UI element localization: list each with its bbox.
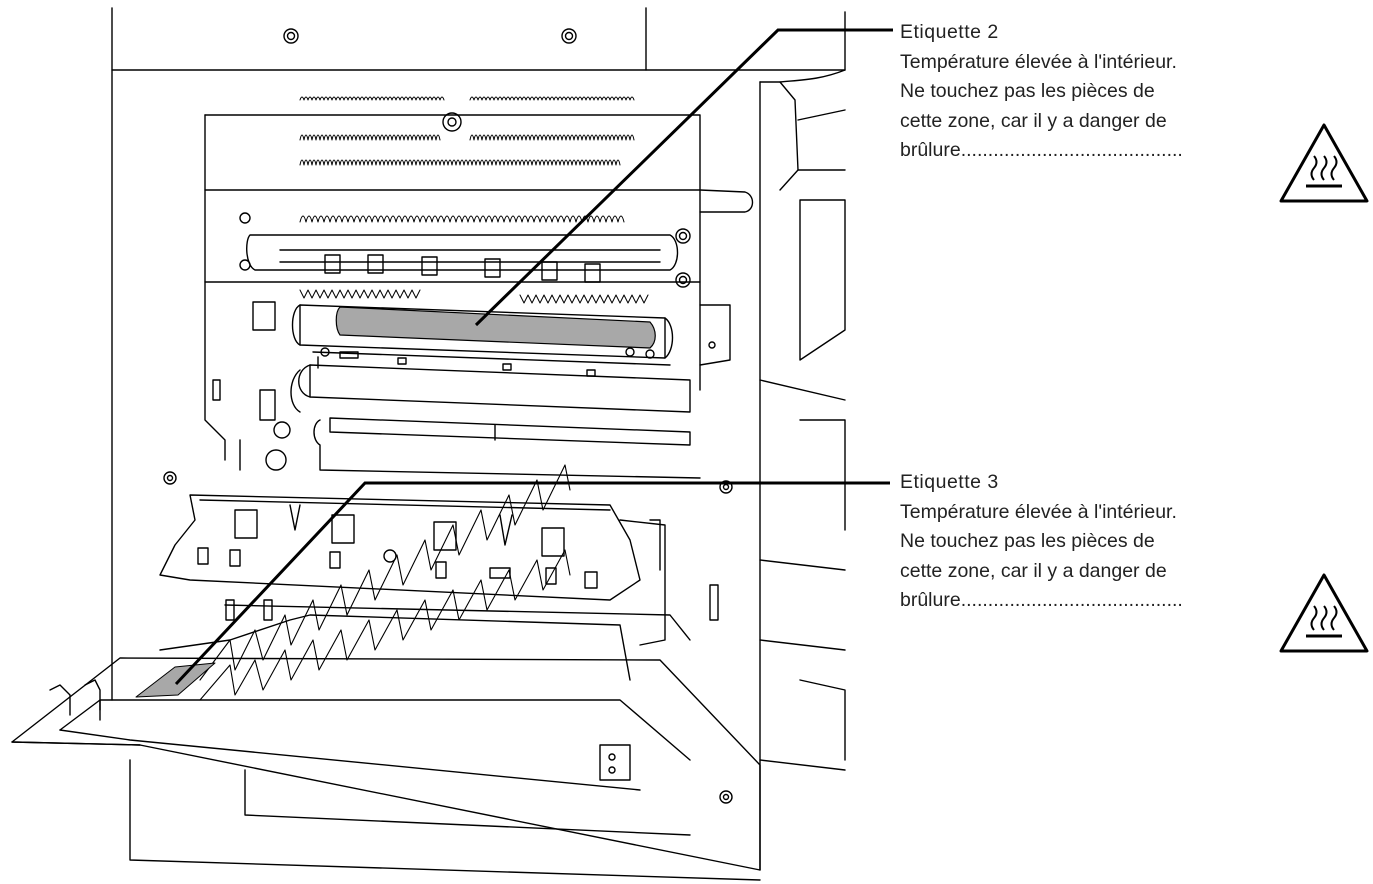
label-line: cette zone, car il y a danger de — [900, 559, 1167, 582]
label-line: Température élevée à l'intérieur. — [900, 50, 1177, 73]
label-title: Etiquette 3 — [900, 471, 999, 493]
label-line: cette zone, car il y a danger de — [900, 109, 1167, 132]
callout-label-2: Etiquette 2 Température élevée à l'intér… — [900, 18, 1290, 166]
paper-guide-bar — [246, 234, 679, 283]
label-last-line: brûlure.................................… — [900, 589, 1183, 611]
label-line: Température élevée à l'intérieur. — [900, 500, 1177, 523]
leader-line-label-2 — [474, 28, 893, 327]
transfer-guide — [159, 494, 666, 646]
fuser-roller-hot-area — [335, 306, 656, 349]
leader-line-label-3 — [174, 481, 890, 686]
hot-surface-warning-icon — [1279, 573, 1369, 653]
hot-surface-warning-icon — [1279, 123, 1369, 203]
printer-body — [111, 7, 846, 881]
fuser-unit — [291, 304, 674, 377]
screw-icons — [163, 28, 733, 804]
exit-tray-hot-area — [135, 662, 216, 698]
label-line: Ne touchez pas les pièces de — [900, 530, 1155, 552]
separator-teeth — [299, 289, 649, 304]
rear-door-tray — [11, 599, 761, 871]
label-line: Ne touchez pas les pièces de — [900, 80, 1155, 102]
exit-fins — [199, 464, 571, 701]
callout-label-3: Etiquette 3 Température élevée à l'intér… — [900, 468, 1290, 616]
label-title: Etiquette 2 — [900, 21, 999, 43]
rear-panel — [204, 114, 754, 621]
pressure-roller — [239, 364, 701, 479]
vent-slots — [299, 96, 635, 223]
callout-leader-lines — [174, 28, 893, 686]
label-last-line: brûlure.................................… — [900, 139, 1183, 161]
